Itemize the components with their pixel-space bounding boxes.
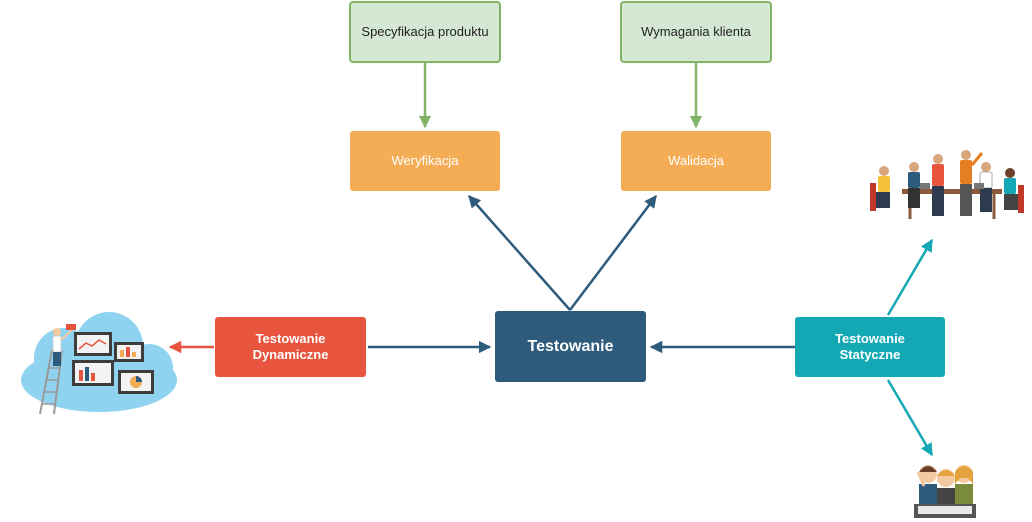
testing-label: Testowanie (527, 337, 614, 355)
edge-testing-to-verification (468, 195, 571, 311)
testing-node[interactable]: Testowanie (495, 311, 646, 382)
dynamic-testing-label-1: Testowanie (255, 331, 326, 347)
validation-node[interactable]: Walidacja (621, 131, 771, 191)
edge-static-to-meeting (886, 238, 934, 316)
client-requirements-node[interactable]: Wymagania klienta (620, 1, 772, 63)
client-requirements-label: Wymagania klienta (641, 24, 751, 40)
static-testing-label-2: Statyczne (839, 347, 901, 362)
spec-label: Specyfikacja produktu (361, 24, 489, 40)
verification-label: Weryfikacja (391, 153, 459, 169)
dynamic-testing-label-2: Dynamiczne (252, 347, 329, 362)
validation-label: Walidacja (668, 153, 724, 169)
edge-static-to-review (886, 379, 934, 457)
dynamic-testing-node[interactable]: Testowanie Dynamiczne (215, 317, 366, 377)
team-meeting-illustration (862, 143, 1030, 225)
static-testing-label-1: Testowanie (835, 331, 905, 347)
static-testing-node[interactable]: Testowanie Statyczne (795, 317, 945, 377)
spec-node[interactable]: Specyfikacja produktu (349, 1, 501, 63)
verification-node[interactable]: Weryfikacja (350, 131, 500, 191)
cloud-dashboards-illustration (21, 312, 177, 415)
document-review-group-illustration (908, 458, 984, 522)
edge-testing-to-validation (569, 195, 657, 311)
